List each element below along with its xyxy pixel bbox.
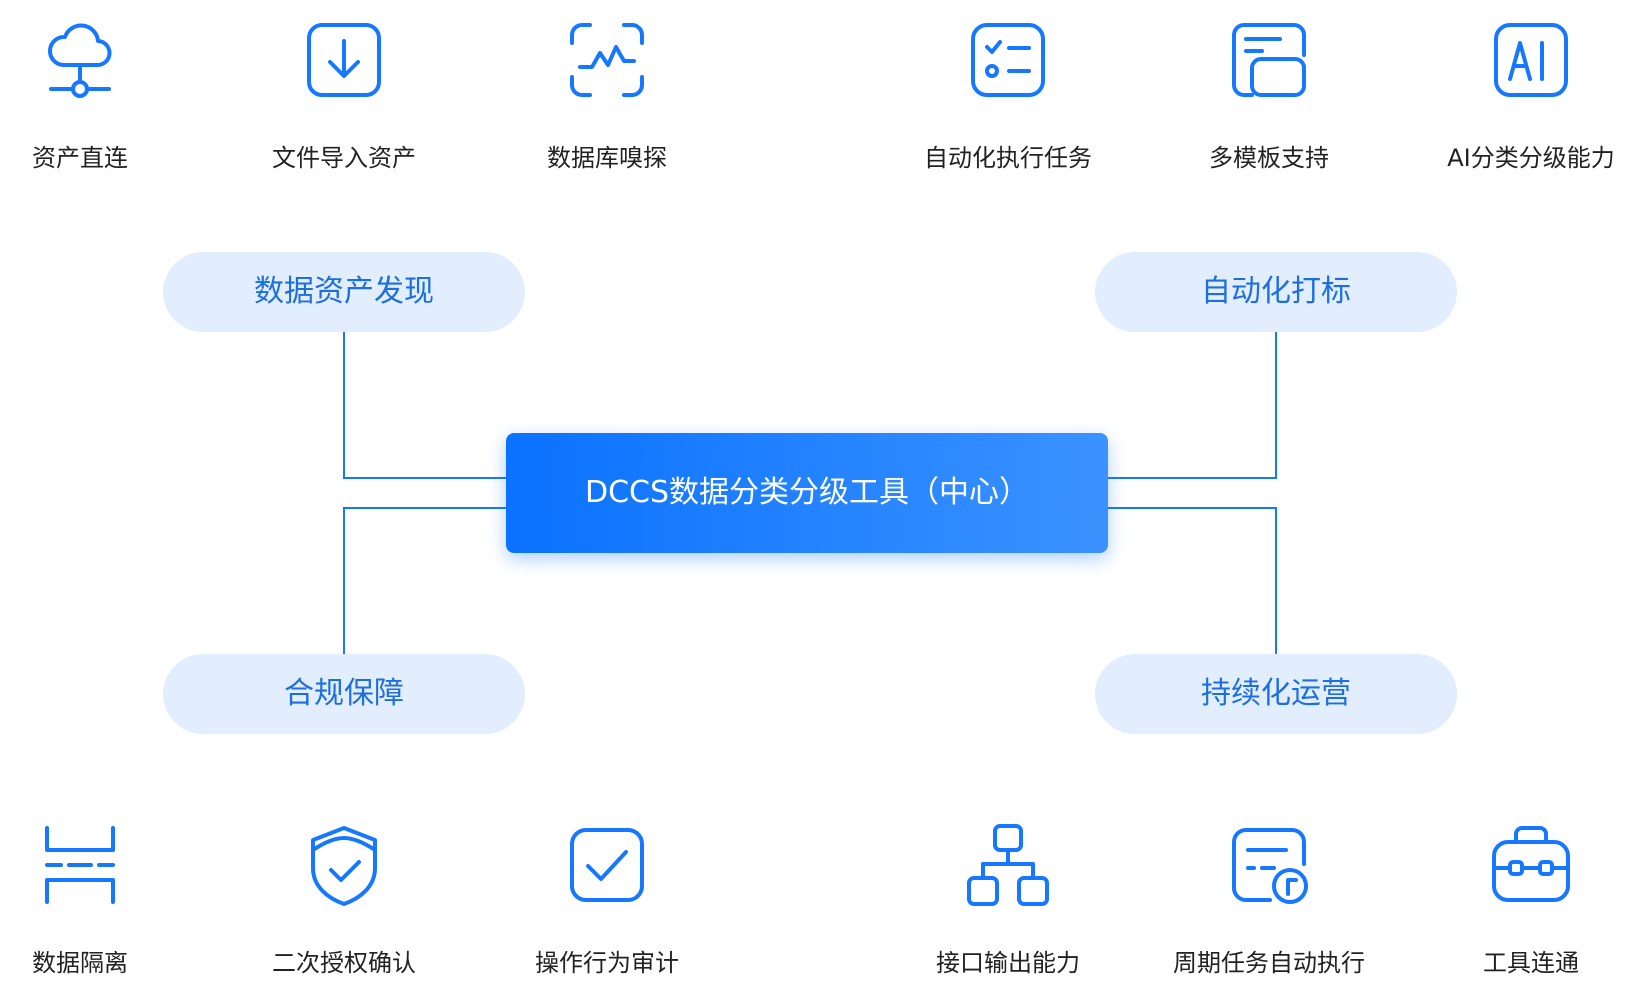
feature-label: 文件导入资产 xyxy=(272,144,416,172)
data-isolation-icon xyxy=(35,820,125,910)
feature-label: 自动化执行任务 xyxy=(924,144,1092,172)
feature-auto-task: 自动化执行任务 xyxy=(908,15,1108,185)
feature-label: 数据隔离 xyxy=(32,949,128,977)
feature-label: 资产直连 xyxy=(32,144,128,172)
feature-api-output: 接口输出能力 xyxy=(908,820,1108,990)
hierarchy-icon xyxy=(963,820,1053,910)
cloud-network-icon xyxy=(35,15,125,105)
toolbox-icon xyxy=(1486,820,1576,910)
feature-label: 数据库嗅探 xyxy=(547,144,667,172)
feature-label: 二次授权确认 xyxy=(272,949,416,977)
feature-asset-direct-connect: 资产直连 xyxy=(0,15,180,185)
feature-file-import: 文件导入资产 xyxy=(244,15,444,185)
feature-scheduled-task: 周期任务自动执行 xyxy=(1169,820,1369,990)
shield-check-icon xyxy=(299,820,389,910)
branch-data-asset-discovery: 数据资产发现 xyxy=(163,252,525,332)
feature-data-isolation: 数据隔离 xyxy=(0,820,180,990)
connector-top-left xyxy=(343,332,506,479)
feature-db-sniffing: 数据库嗅探 xyxy=(507,15,707,185)
feature-ai-classification: AI分类分级能力 xyxy=(1431,15,1631,185)
download-import-icon xyxy=(299,15,389,105)
connector-bottom-right xyxy=(1108,507,1277,654)
template-layout-icon xyxy=(1224,15,1314,105)
scan-pulse-icon xyxy=(562,15,652,105)
connector-bottom-left xyxy=(343,507,506,654)
feature-operation-audit: 操作行为审计 xyxy=(507,820,707,990)
feature-label: 工具连通 xyxy=(1483,949,1579,977)
feature-multi-template: 多模板支持 xyxy=(1169,15,1369,185)
scheduled-doc-icon xyxy=(1224,820,1314,910)
branch-compliance: 合规保障 xyxy=(163,654,525,734)
feature-second-auth: 二次授权确认 xyxy=(244,820,444,990)
feature-label: AI分类分级能力 xyxy=(1447,144,1615,172)
center-node: DCCS数据分类分级工具（中心） xyxy=(506,433,1108,553)
ai-icon xyxy=(1486,15,1576,105)
connector-top-right xyxy=(1108,332,1277,479)
checklist-icon xyxy=(963,15,1053,105)
branch-continuous-operation: 持续化运营 xyxy=(1095,654,1457,734)
feature-label: 周期任务自动执行 xyxy=(1173,949,1365,977)
feature-label: 接口输出能力 xyxy=(936,949,1080,977)
feature-label: 多模板支持 xyxy=(1209,144,1329,172)
branch-auto-tagging: 自动化打标 xyxy=(1095,252,1457,332)
feature-tool-connectivity: 工具连通 xyxy=(1431,820,1631,990)
checkbox-icon xyxy=(562,820,652,910)
feature-label: 操作行为审计 xyxy=(535,949,679,977)
